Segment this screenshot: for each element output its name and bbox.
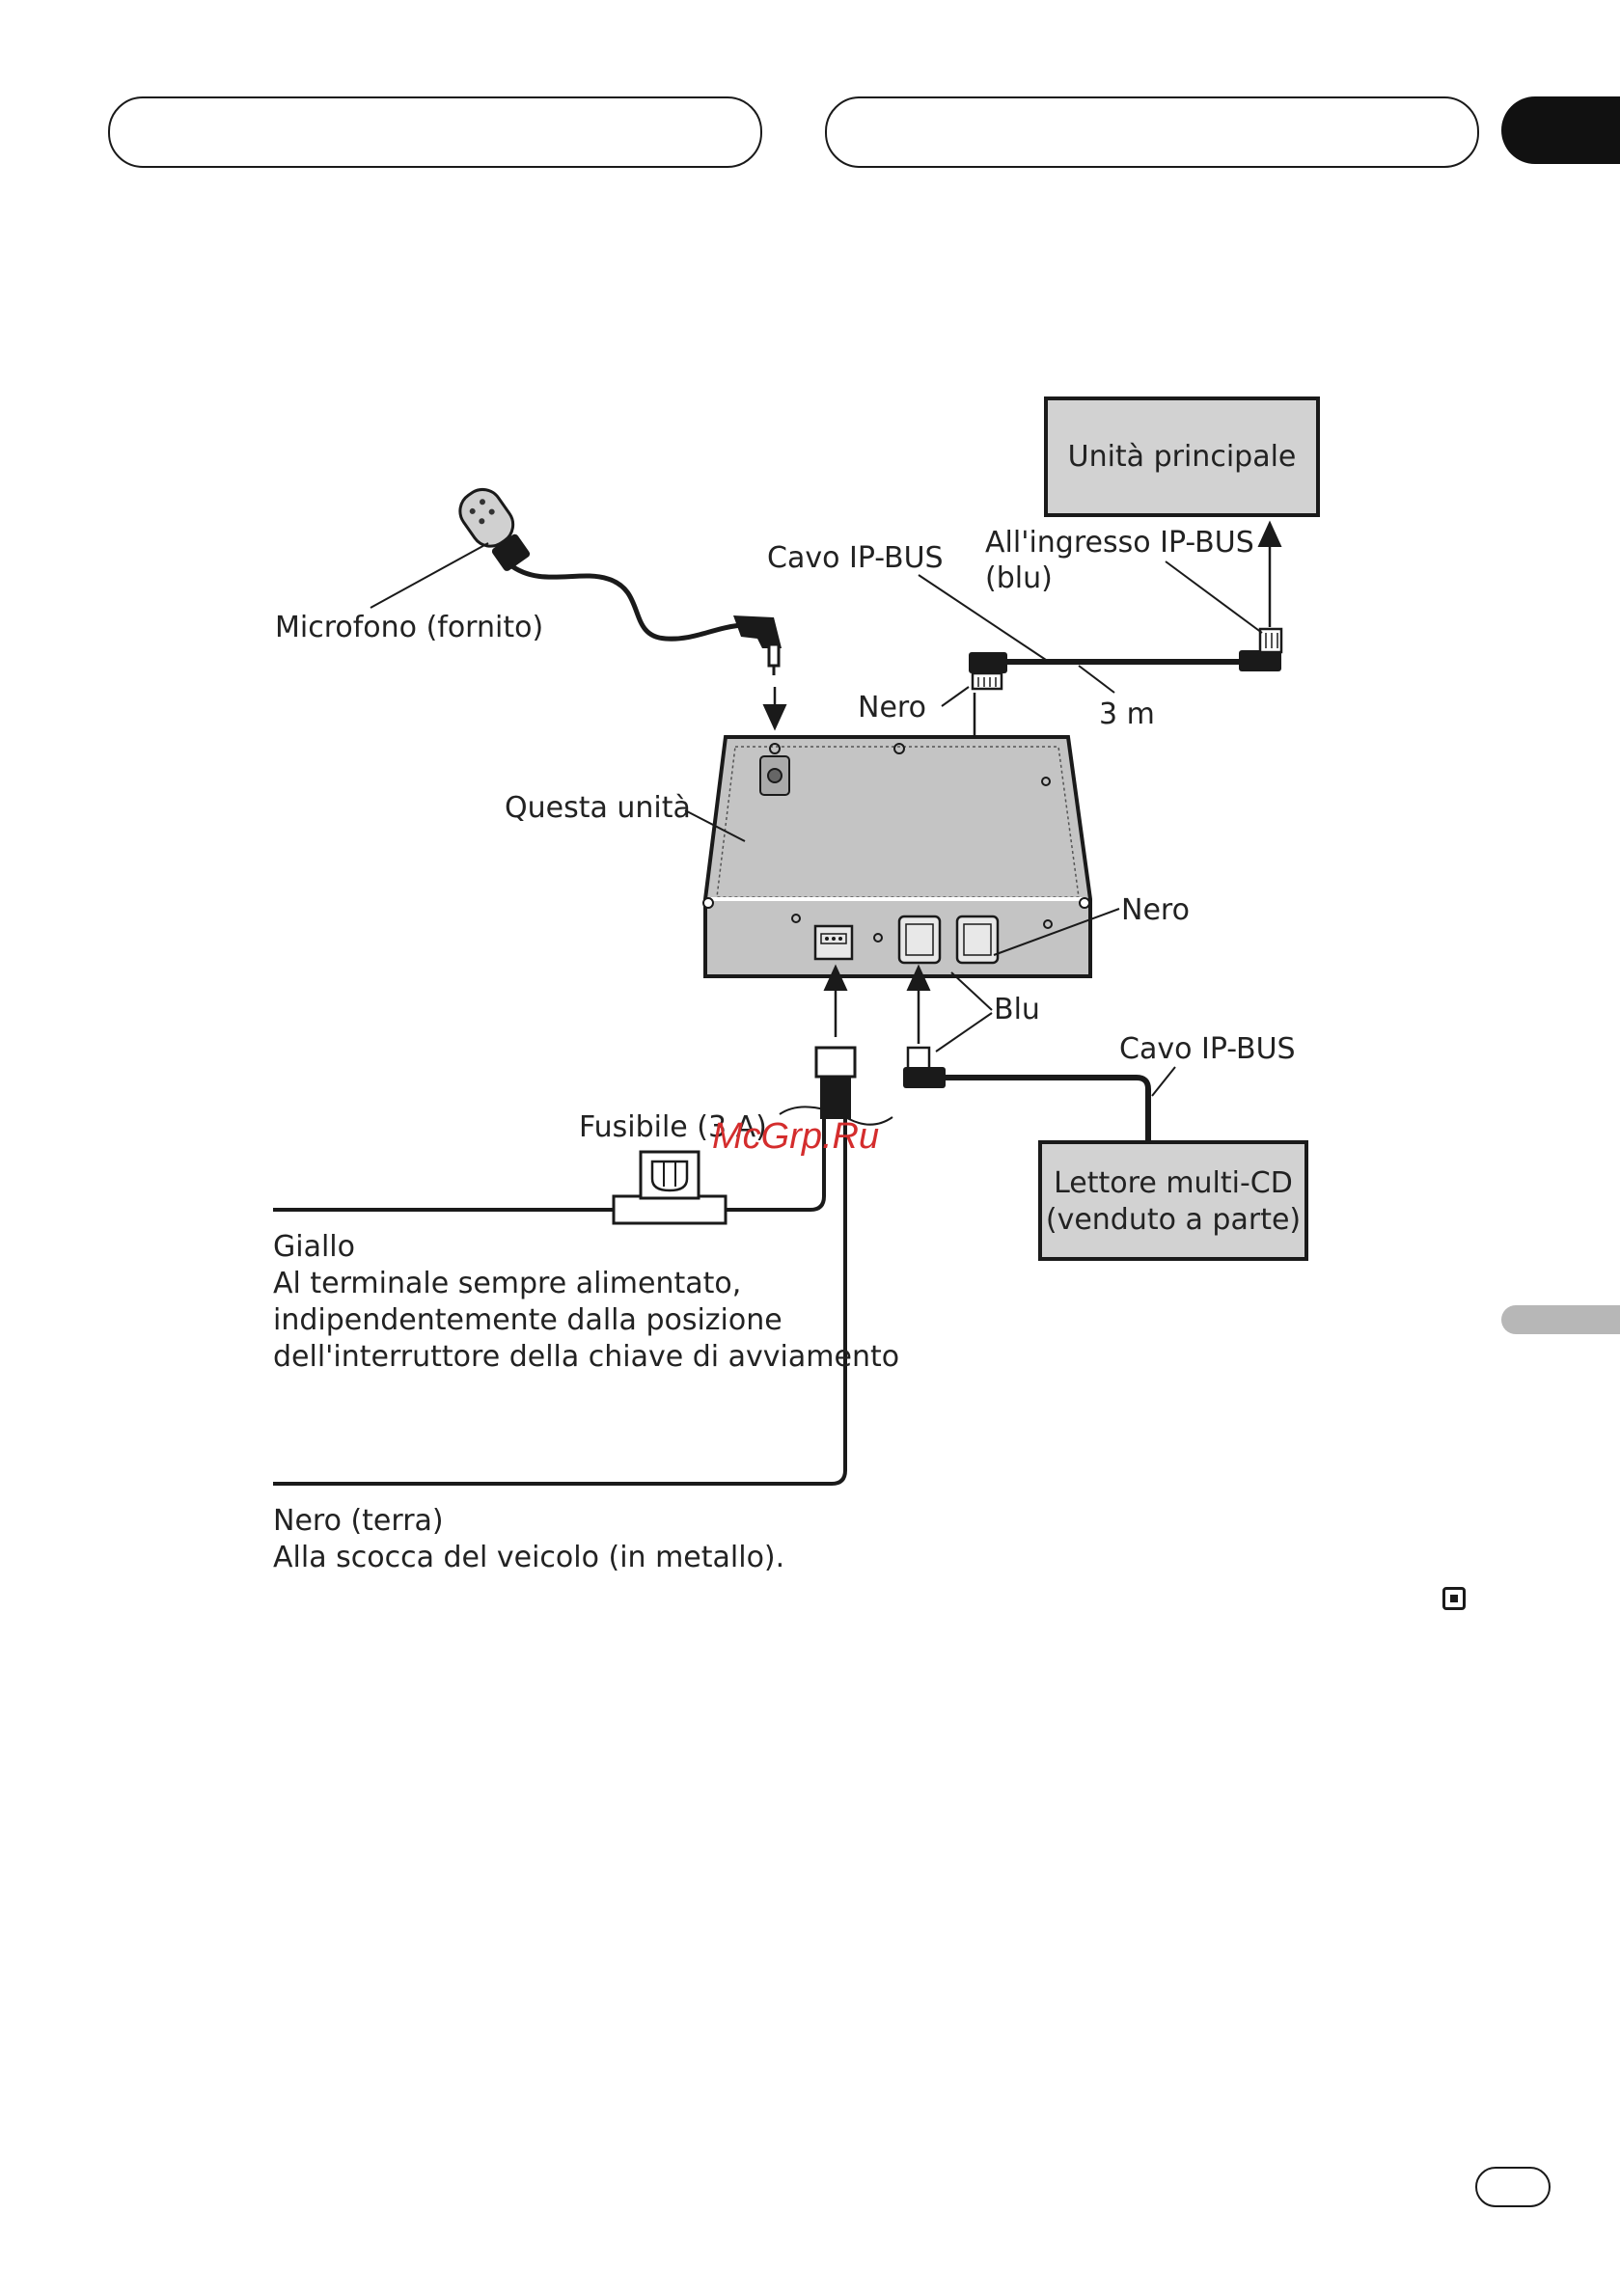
- fuse-label: Fusibile (3 A): [579, 1110, 767, 1144]
- ipbus-input-label-line1: All'ingresso IP-BUS: [985, 526, 1254, 560]
- power-connector-socket: [813, 924, 854, 961]
- this-unit-label: Questa unità: [505, 791, 691, 825]
- ipbus-plug-black: [969, 652, 1007, 691]
- ipbus-cable-bottom-label: Cavo IP-BUS: [1119, 1032, 1296, 1066]
- main-unit-box: [1044, 396, 1320, 517]
- ground-wire-label: Nero (terra): [273, 1504, 444, 1538]
- header-pill-right: [825, 96, 1479, 168]
- yellow-wire-desc-2: indipendentemente dalla posizione: [273, 1303, 783, 1337]
- nero-plug-label: Nero: [858, 691, 926, 724]
- fuse-holder-icon: [612, 1150, 728, 1225]
- cd-ipbus-plug: [903, 1046, 946, 1088]
- microphone-icon: [458, 487, 782, 675]
- end-of-section-icon: [1442, 1587, 1466, 1610]
- yellow-wire-desc-1: Al terminale sempre alimentato,: [273, 1267, 741, 1300]
- blue-ipbus-socket: [897, 915, 942, 965]
- header-pill-left: [108, 96, 762, 168]
- cd-changer-box: [1038, 1140, 1308, 1261]
- page-number-pill: [1475, 2167, 1551, 2207]
- black-ipbus-socket: [955, 915, 1000, 965]
- microphone-label: Microfono (fornito): [275, 611, 543, 644]
- section-tab-black: [1501, 96, 1620, 164]
- length-label: 3 m: [1099, 697, 1155, 731]
- harness-connector: [814, 1046, 857, 1079]
- blu-label: Blu: [994, 993, 1040, 1026]
- ground-wire-desc: Alla scocca del veicolo (in metallo).: [273, 1541, 784, 1574]
- main-unit-label: Unità principale: [1068, 440, 1297, 474]
- cd-changer-label-line1: Lettore multi-CD: [1054, 1166, 1293, 1200]
- ipbus-input-label-line2: (blu): [985, 561, 1053, 595]
- ipbus-cable-top-label: Cavo IP-BUS: [767, 541, 944, 575]
- ipbus-plug-blue: [1239, 627, 1283, 671]
- section-tab-gray: [1501, 1305, 1620, 1334]
- watermark-text: McGrp.Ru: [712, 1116, 879, 1157]
- yellow-wire-desc-3: dell'interruttore della chiave di avviam…: [273, 1340, 899, 1374]
- this-unit-body: [702, 735, 1092, 978]
- yellow-wire-label: Giallo: [273, 1230, 355, 1264]
- cd-changer-label-line2: (venduto a parte): [1046, 1203, 1301, 1237]
- nero-socket-label: Nero: [1121, 893, 1190, 927]
